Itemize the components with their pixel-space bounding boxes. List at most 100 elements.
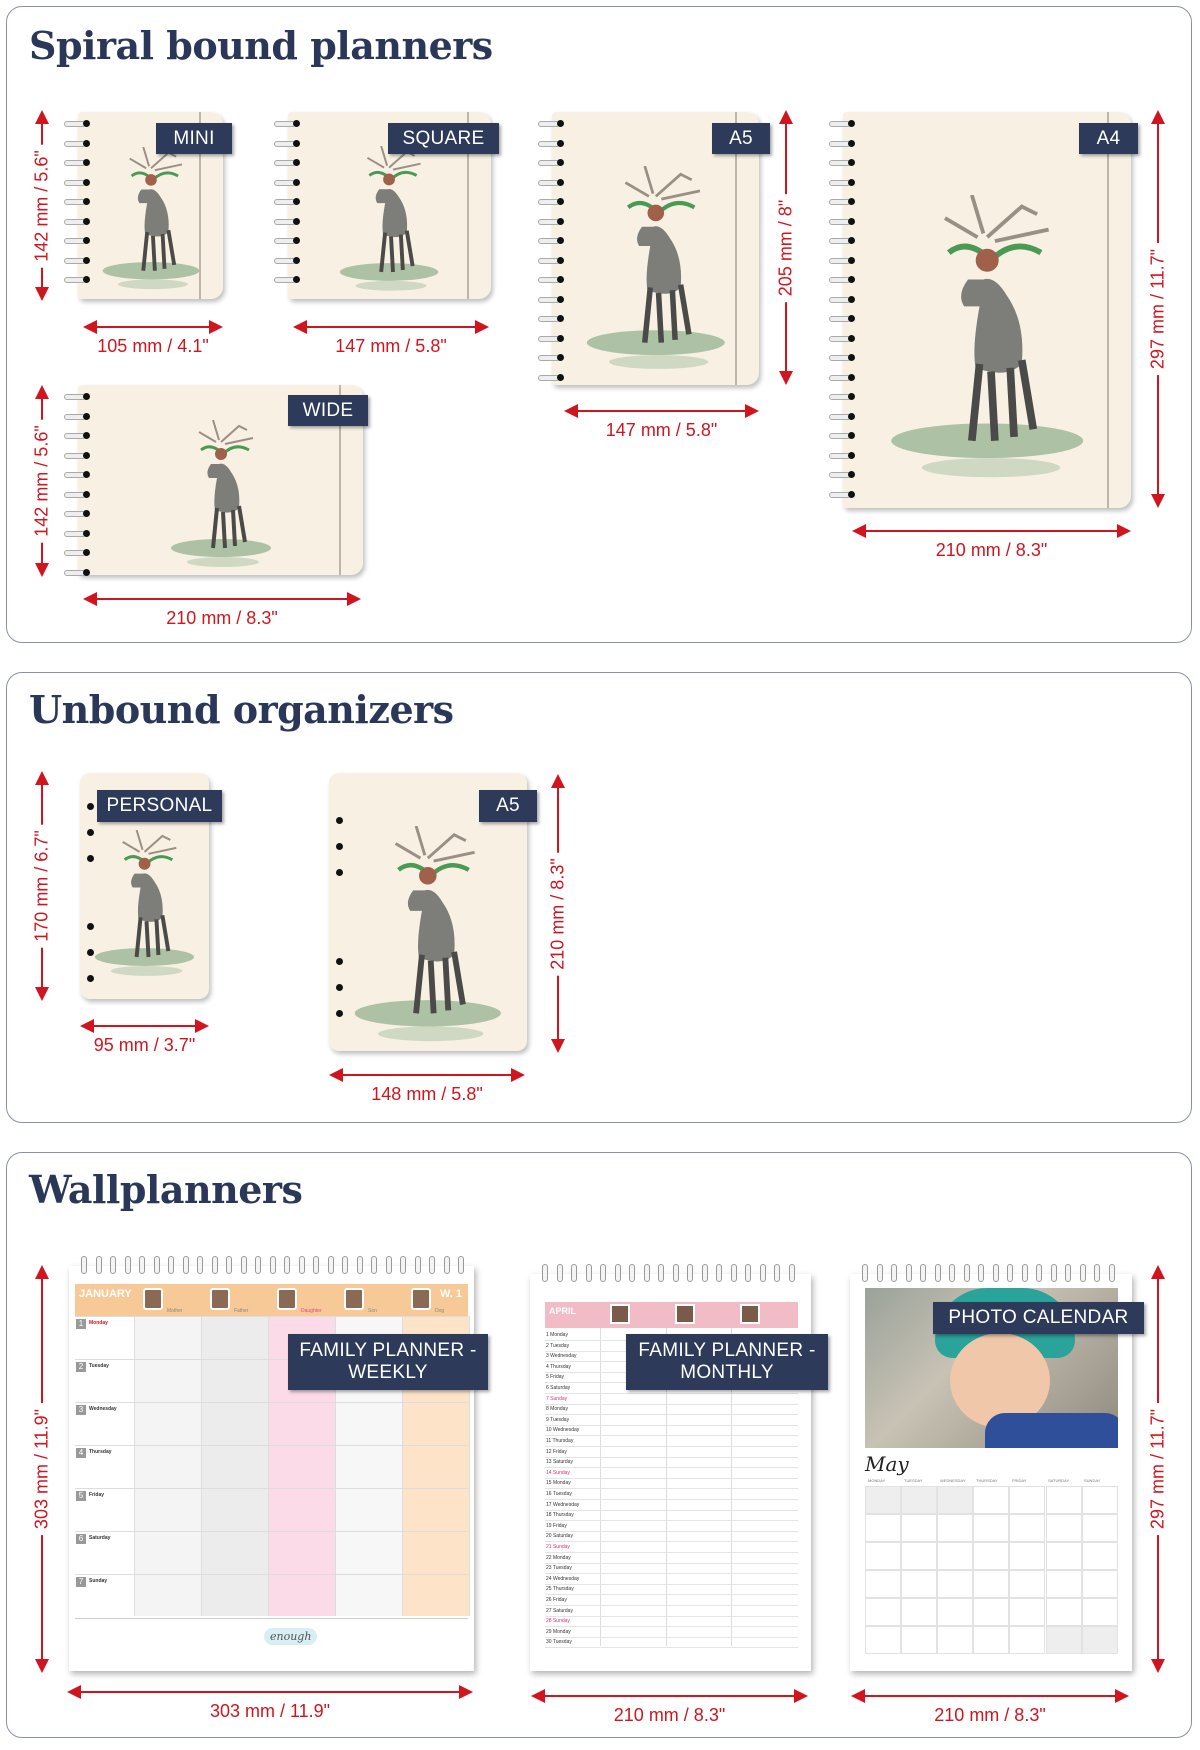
day-row-line (545, 1499, 798, 1500)
wire-ring (356, 1256, 363, 1274)
calendar-day-cell (1009, 1598, 1046, 1626)
size-label-badge: FAMILY PLANNER - MONTHLY (626, 1334, 828, 1390)
spiral-ring (829, 393, 855, 400)
wire-ring (992, 1264, 999, 1282)
day-row-line (545, 1520, 798, 1522)
day-name: 27 Saturday (546, 1607, 573, 1614)
spiral-ring (274, 237, 300, 244)
size-label-badge: A5 (479, 790, 537, 822)
day-number: 3 (76, 1405, 86, 1415)
calendar-day-cell (901, 1570, 938, 1598)
punch-hole (336, 817, 343, 824)
day-row-line (75, 1402, 468, 1403)
day-name: 2 Tuesday (546, 1342, 570, 1349)
day-row-line (545, 1626, 798, 1628)
wire-ring (1065, 1264, 1071, 1282)
width-dimension-arrow (293, 320, 489, 334)
spiral-ring (274, 256, 300, 264)
calendar-day-cell (901, 1514, 938, 1542)
height-dimension-label: 170 mm / 6.7" (31, 824, 53, 948)
wire-ring (139, 1256, 145, 1274)
calendar-day-cell (901, 1598, 938, 1626)
member-photo (344, 1288, 364, 1310)
day-number: 7 (76, 1577, 86, 1587)
wire-ring (934, 1264, 941, 1282)
calendar-day-cell (865, 1514, 901, 1542)
wire-ring (371, 1256, 377, 1274)
spiral-ring (538, 217, 564, 225)
spiral-ring (538, 315, 564, 322)
wire-ring (978, 1264, 984, 1282)
wire-ring (920, 1264, 926, 1282)
size-label-badge: SQUARE (388, 123, 499, 154)
weekday-header: FRIDAY (1012, 1478, 1027, 1483)
spiral-ring (829, 412, 855, 420)
spiral-ring (829, 237, 855, 244)
width-dimension-arrow (851, 1689, 1129, 1703)
width-dimension-arrow (67, 1685, 473, 1699)
day-row-line (75, 1574, 468, 1575)
spiral-ring (538, 334, 564, 342)
wire-ring (1094, 1264, 1100, 1282)
calendar-day-cell (865, 1570, 901, 1598)
calendar-day-cell (1045, 1570, 1082, 1598)
spiral-ring (829, 373, 855, 381)
calendar-day-cell (937, 1570, 974, 1598)
member-name: Daughter (301, 1308, 322, 1314)
calendar-day-cell (1009, 1542, 1046, 1570)
width-dimension-label: 147 mm / 5.8" (329, 336, 453, 357)
member-photo (277, 1288, 297, 1310)
spiral-ring (64, 529, 90, 537)
planner-column (202, 1316, 269, 1616)
size-label-badge: A4 (1079, 123, 1138, 154)
day-name: 8 Monday (546, 1406, 568, 1413)
spiral-ring (274, 159, 300, 166)
height-dimension-label: 205 mm / 8" (775, 193, 797, 302)
day-name: 12 Friday (546, 1448, 567, 1455)
spiral-ring (829, 159, 855, 166)
spiral-ring (64, 451, 90, 459)
punch-hole (336, 1010, 343, 1017)
punch-hole (87, 855, 94, 862)
day-name: Wednesday (89, 1406, 117, 1412)
section-title: Wallplanners (29, 1167, 303, 1212)
wire-ring (1050, 1264, 1057, 1282)
day-row-line (75, 1359, 468, 1360)
spiral-ring (538, 295, 564, 303)
spiral-planner-a4[interactable] (829, 112, 1131, 508)
height-dimension-label: 210 mm / 8.3" (547, 851, 569, 976)
spiral-ring (829, 120, 855, 127)
day-row-line (545, 1424, 798, 1426)
spiral-ring (64, 568, 90, 576)
wire-ring (124, 1256, 131, 1274)
wire-ring (701, 1264, 708, 1282)
calendar-day-cell (865, 1486, 901, 1514)
member-photo (675, 1304, 695, 1324)
calendar-day-cell (1045, 1514, 1082, 1542)
member-name: Mother (167, 1308, 183, 1314)
punch-hole (336, 958, 343, 965)
wire-ring (153, 1256, 160, 1274)
calendar-day-cell (937, 1514, 974, 1542)
day-number: 6 (76, 1534, 86, 1544)
punch-hole (336, 984, 343, 991)
member-photo (740, 1304, 760, 1324)
column-line (731, 1328, 732, 1646)
day-row-line (545, 1583, 798, 1585)
spiral-ring (64, 237, 90, 244)
size-label-badge: A5 (712, 123, 770, 154)
spiral-ring (64, 198, 90, 205)
height-dimension-label: 297 mm / 11.7" (1147, 1402, 1169, 1536)
day-row-line (545, 1435, 798, 1437)
spiral-ring (538, 354, 564, 361)
day-name: 15 Monday (546, 1480, 571, 1487)
wire-ring (600, 1264, 606, 1282)
spiral-planner-a5[interactable] (538, 112, 759, 385)
day-name: Friday (89, 1492, 105, 1498)
wire-ring (458, 1256, 464, 1274)
planner-column (75, 1316, 135, 1616)
wire-ring (182, 1256, 189, 1274)
wire-ring (110, 1256, 116, 1274)
day-name: 1 Monday (546, 1332, 568, 1338)
